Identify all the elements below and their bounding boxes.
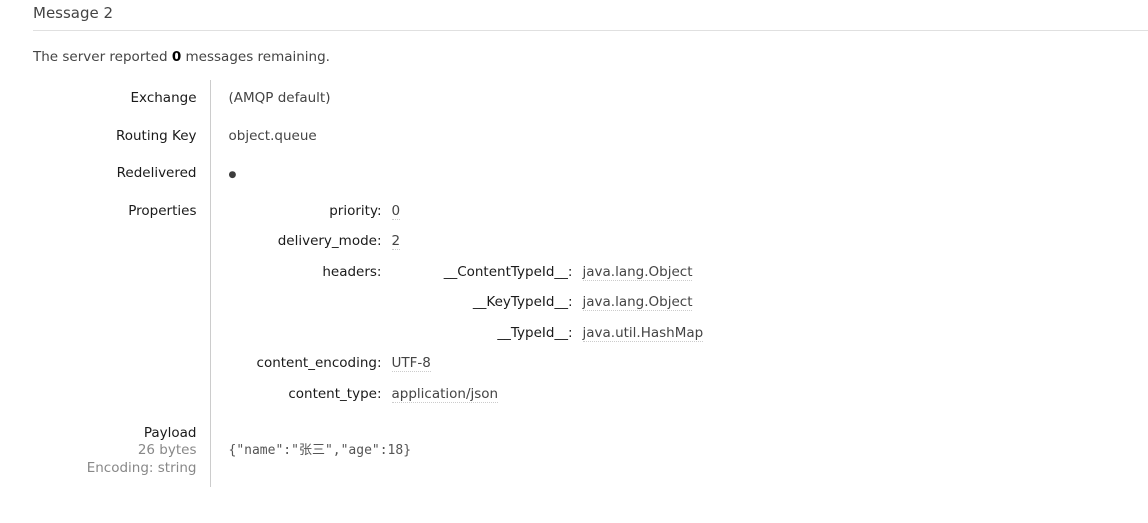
property-value: UTF-8 — [391, 355, 431, 373]
property-key: priority: — [329, 202, 382, 219]
payload-label: Payload — [143, 424, 197, 441]
property-key: delivery_mode: — [277, 233, 382, 250]
header-row-key-type-id: __KeyTypeId__: java.lang.Object — [386, 288, 704, 319]
payload-encoding: Encoding: string — [86, 459, 197, 476]
properties-label: Properties — [33, 192, 211, 415]
property-value: application/json — [391, 385, 499, 403]
header-key: __TypeId__: — [497, 324, 573, 341]
property-row-content-type: content_type: application/json — [229, 380, 704, 411]
redelivered-label: Redelivered — [33, 155, 211, 193]
fact-row-routing-key: Routing Key object.queue — [33, 117, 703, 156]
header-row-type-id: __TypeId__: java.util.HashMap — [386, 319, 704, 350]
routing-key-value: object.queue — [228, 127, 317, 144]
property-row-content-encoding: content_encoding: UTF-8 — [229, 349, 704, 380]
headers-table: __ContentTypeId__: java.lang.Object __Ke… — [386, 258, 704, 350]
header-key: __ContentTypeId__: — [443, 263, 573, 280]
header-key: __KeyTypeId__: — [472, 294, 573, 311]
properties-table: priority: 0 delivery_mode: 2 headers: — [229, 197, 704, 411]
server-note-suffix: messages remaining. — [181, 48, 330, 65]
payload-value: {"name":"张三","age":18} — [228, 442, 412, 458]
fact-row-redelivered: Redelivered ● — [33, 155, 703, 193]
page-title: Message 2 — [33, 0, 1148, 31]
payload-size: 26 bytes — [137, 442, 197, 459]
header-row-content-type-id: __ContentTypeId__: java.lang.Object — [386, 258, 704, 289]
header-value: java.util.HashMap — [582, 324, 704, 342]
server-note-count: 0 — [171, 48, 182, 65]
redelivered-bullet-icon: ● — [228, 170, 237, 181]
fact-row-payload: Payload 26 bytes Encoding: string {"name… — [33, 414, 703, 488]
property-value: 0 — [391, 202, 401, 220]
property-row-headers: headers: __ContentTypeId__: java.lang.Ob… — [229, 258, 704, 350]
property-value: 2 — [391, 233, 401, 251]
routing-key-label: Routing Key — [33, 117, 211, 156]
property-row-priority: priority: 0 — [229, 197, 704, 228]
property-key: content_type: — [288, 385, 382, 402]
fact-row-properties: Properties priority: 0 delivery_mode: 2 — [33, 192, 704, 415]
exchange-value: (AMQP default) — [228, 90, 331, 107]
header-value: java.lang.Object — [582, 294, 693, 312]
exchange-label: Exchange — [33, 80, 211, 118]
property-row-delivery-mode: delivery_mode: 2 — [229, 227, 704, 258]
headers-key: headers: — [322, 263, 382, 280]
server-note-prefix: The server reported — [33, 48, 172, 65]
header-value: java.lang.Object — [582, 263, 693, 281]
property-key: content_encoding: — [256, 355, 382, 372]
fact-row-exchange: Exchange (AMQP default) — [33, 80, 703, 118]
server-note: The server reported 0 messages remaining… — [33, 49, 1148, 67]
message-facts-table: Exchange (AMQP default) Routing Key obje… — [33, 80, 704, 488]
